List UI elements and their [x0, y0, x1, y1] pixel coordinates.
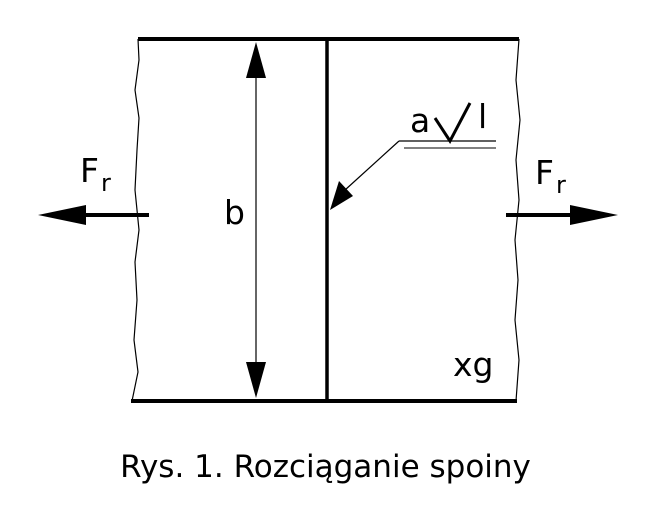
plate-left-break-line: [131, 38, 140, 402]
dimension-arrow-bottom: [246, 362, 266, 398]
force-left-label: Fr: [80, 151, 111, 195]
force-left-subscript: r: [100, 169, 111, 197]
figure-caption: Rys. 1. Rozciąganie spoiny: [120, 449, 531, 485]
force-right-symbol: F: [535, 153, 554, 192]
force-left-symbol: F: [80, 151, 99, 190]
force-left-arrowhead: [38, 205, 86, 225]
weld-symbol-a-label: a: [410, 101, 431, 140]
weld-leader-line: [344, 140, 400, 191]
force-right-label: Fr: [535, 153, 566, 197]
corner-mark-label: xg: [453, 345, 494, 384]
width-label: b: [224, 193, 245, 232]
plate-right-break-line: [514, 38, 521, 402]
dimension-arrow-top: [246, 42, 266, 78]
force-right-arrowhead: [570, 205, 618, 225]
weld-v-symbol: [433, 102, 472, 144]
weld-leader-arrowhead: [330, 181, 353, 210]
force-right-subscript: r: [555, 171, 566, 199]
weld-symbol-l-label: l: [478, 97, 488, 136]
